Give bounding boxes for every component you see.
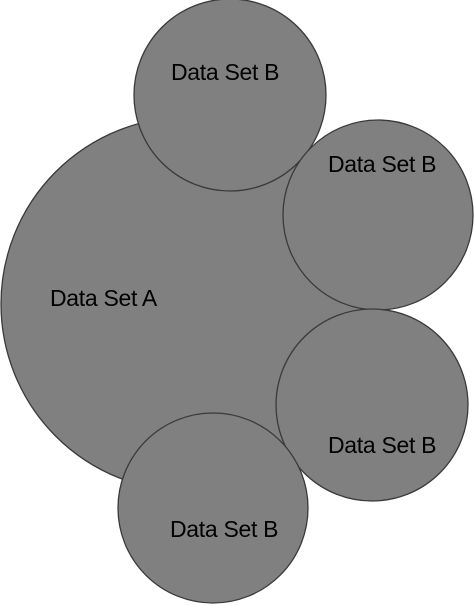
data-set-b-lower-right-circle [275,308,469,502]
data-set-b-bottom-label: Data Set B [170,516,278,542]
data-set-b-bottom-circle [117,412,309,604]
data-set-b-upper-right-circle [282,119,474,311]
data-set-b-upper-right-label: Data Set B [328,151,436,177]
data-set-a-label: Data Set A [50,285,158,311]
data-set-b-lower-right-label: Data Set B [328,432,436,458]
data-set-b-top-label: Data Set B [171,59,279,85]
data-set-b-top-circle [133,0,327,192]
